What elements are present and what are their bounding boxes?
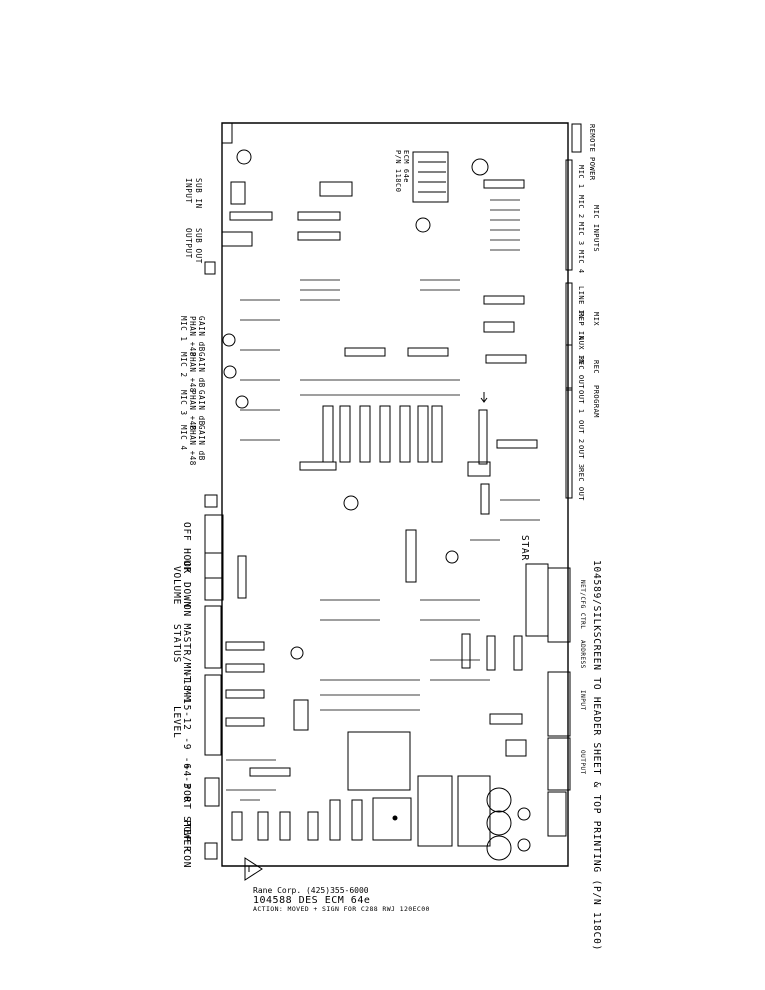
title-line2: 104588 DES ECM 64e [253,894,371,906]
label-status: STATUS [171,624,182,664]
label-mic2-phan: PHAN +48 [188,352,197,393]
main-ic [347,731,411,791]
label-mic2: MIC 2 [179,352,188,378]
board-outline [221,122,569,867]
label-address: ADDRESS [579,640,586,669]
board-id-line2: P/N 118C0 [394,150,402,193]
label-comm-ctrl: NET/CFG CTRL [579,580,586,630]
label-mic1: MIC 1 [179,316,188,342]
label-right-input: INPUT [579,690,586,711]
label-sub-out: SUB OUT [194,228,203,264]
label-mic4: MIC 4 [179,425,188,451]
label-power: POWER [181,820,192,853]
label-mic3-gain: GAIN dB [197,390,206,426]
label-mic4-gain: GAIN dB [197,425,206,461]
label-mic1-phan: PHAN +48 [188,316,197,357]
board-id-line1: ECM 64e [402,150,410,184]
label-level: LEVEL [171,706,182,739]
label-program: PROGRAM [592,385,600,419]
label-mic4-phan: PHAN +48 [188,425,197,466]
label-right-mic2: MIC 2 [577,195,585,219]
label-star: STAR [519,535,530,562]
label-rec-out-2: REC OUT [577,468,585,502]
label-right-output: OUTPUT [579,750,586,775]
label-mic-inputs: MIC INPUTS [592,205,600,253]
label-sub-in: SUB IN [194,178,203,209]
label-out2: OUT 2 [577,420,585,444]
title-line1: Rane Corp. (425)355-6000 [253,886,369,895]
warning-triangle-icon [244,857,263,881]
label-input: INPUT [184,178,193,204]
label-remote-power: REMOTE POWER [588,124,596,181]
label-right-mic3: MIC 3 [577,222,585,246]
label-right-mic1: MIC 1 [577,165,585,189]
label-up: UP [181,560,192,574]
label-rec: REC [592,360,600,375]
label-mic2-gain: GAIN dB [197,352,206,388]
label-out1: OUT 1 [577,390,585,414]
label-out3: OUT 3 [577,445,585,469]
title-block: Rane Corp. (425)355-6000 104588 DES ECM … [253,886,430,915]
title-line3: ACTION: MOVED + SIGN FOR C288 RWJ 120EC0… [253,905,430,913]
label-mic3: MIC 3 [179,390,188,416]
label-output: OUTPUT [184,228,193,259]
label-right-mic4: MIC 4 [577,250,585,274]
label-port-row: +4 PORT STEP CON [181,764,192,869]
label-mic1-gain: GAIN dB [197,316,206,352]
label-mix: MIX [592,312,600,327]
label-rec-out: REC OUT [577,356,585,390]
label-silkscreen-note: 104589/SILKSCREEN TO HEADER SHEET & TOP … [591,560,602,952]
